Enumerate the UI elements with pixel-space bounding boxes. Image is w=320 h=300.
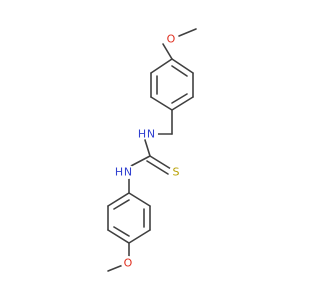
bond-methyl-bottom <box>107 264 124 272</box>
bond-ring1-inner-2 <box>171 93 188 104</box>
bond-o-ring-top <box>162 43 173 60</box>
bond-ring2-f <box>107 192 130 207</box>
bond-ring1-inner-1 <box>171 65 188 77</box>
bond-ring2-inner-2 <box>113 226 130 237</box>
bond-ring2-a <box>128 192 151 207</box>
bond-c-nh-lower <box>128 155 151 168</box>
bond-ring2-inner-3 <box>113 199 130 210</box>
nitrogen-lower-label: N <box>124 166 132 179</box>
molecule-structure: O N H S N H O <box>107 28 197 272</box>
bond-ring1-d <box>150 96 173 111</box>
bond-methyl-top <box>178 28 197 37</box>
oxygen-top-label: O <box>167 33 176 46</box>
nitrogen-upper-label: N <box>147 128 155 141</box>
bond-nh-upper-c <box>144 139 151 157</box>
sulfur-label: S <box>173 166 180 179</box>
atom-labels: O N H S N H O <box>115 32 183 270</box>
hydrogen-upper-label: H <box>138 128 146 141</box>
structure-canvas: O N H S N H O <box>107 28 197 272</box>
bond-c-s-1 <box>149 155 172 170</box>
hydrogen-lower-label: H <box>115 166 123 179</box>
bond-ring2-c <box>128 229 151 244</box>
bond-ring1-a <box>171 58 194 74</box>
bond-ring1-f <box>150 58 173 74</box>
bond-ring1-c <box>171 96 194 111</box>
bond-c-s-2 <box>146 160 169 175</box>
oxygen-bottom-label: O <box>124 257 133 270</box>
bonds <box>107 28 197 272</box>
bond-ring2-d <box>107 229 130 244</box>
